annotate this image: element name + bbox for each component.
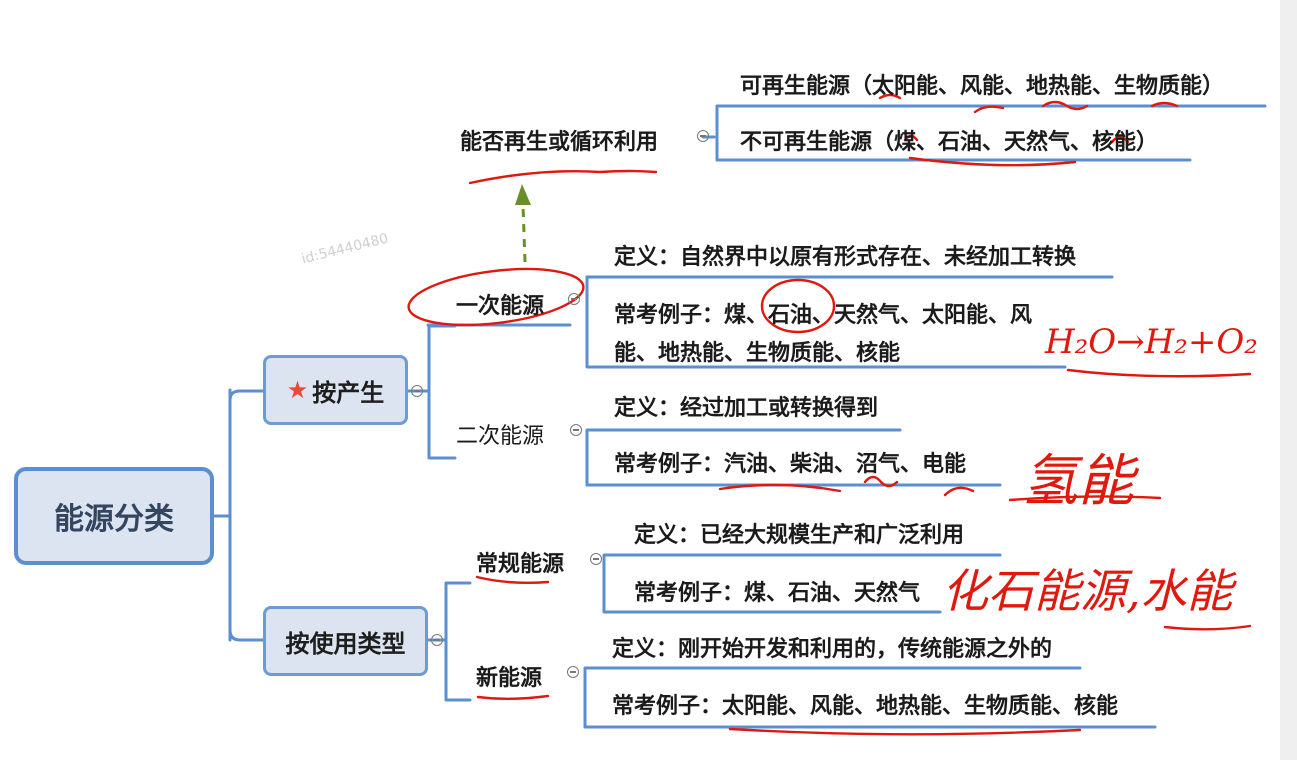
collapse-icon[interactable] — [570, 424, 582, 436]
handwritten-marks — [407, 93, 1252, 736]
primary-examples-line1: 常考例子：煤、石油、天然气、太阳能、风 — [614, 303, 1033, 328]
collapse-icon[interactable] — [568, 293, 580, 305]
ink-underline-criterion — [468, 169, 658, 185]
dashed-arrow-icon — [515, 184, 531, 263]
secondary-examples: 常考例子：汽油、柴油、沼气、电能 — [614, 452, 967, 477]
ink-underline-new — [728, 727, 1082, 736]
root-trunk — [212, 388, 232, 642]
collapse-icon[interactable] — [567, 666, 579, 678]
new-energy-label[interactable]: 新能源 — [476, 666, 543, 691]
primary-energy-label[interactable]: 一次能源 — [456, 294, 545, 319]
renewable-criterion-label[interactable]: 能否再生或循环利用 — [460, 130, 659, 155]
root-to-production — [228, 389, 266, 402]
collapse-icon[interactable] — [431, 634, 443, 646]
nonrenewable-energy: 不可再生能源（煤、石油、天然气、核能） — [740, 130, 1159, 155]
root-label: 能源分类 — [54, 502, 174, 537]
branch-usage-node[interactable]: 按使用类型 — [263, 606, 428, 676]
root-to-usage — [228, 628, 266, 642]
ink-underline-equation — [1066, 368, 1252, 378]
ink-ticks-nonrenewable — [903, 134, 1130, 144]
branch-usage-label: 按使用类型 — [285, 629, 406, 658]
ink-circle-oil — [760, 278, 836, 334]
secondary-definition: 定义：经过加工或转换得到 — [614, 396, 879, 421]
handwritten-hydrogen-energy: 氢能 — [1022, 449, 1134, 514]
ink-underline-secondary — [718, 475, 975, 497]
primary-definition: 定义：自然界中以原有形式存在、未经加工转换 — [614, 245, 1077, 270]
collapse-icon[interactable] — [411, 385, 423, 397]
conventional-energy-label[interactable]: 常规能源 — [476, 552, 565, 577]
ink-underline-nonrenewable — [908, 156, 1077, 167]
ink-underline-hydrogen — [1008, 495, 1162, 502]
right-scroll-strip — [1280, 0, 1297, 760]
branch-production-node[interactable]: ★ 按产生 — [263, 355, 408, 425]
ink-underline-usage — [475, 575, 550, 700]
conventional-examples: 常考例子：煤、石油、天然气 — [634, 581, 921, 606]
collapse-icon[interactable] — [590, 553, 602, 565]
collapse-icon[interactable] — [697, 130, 709, 142]
red-star-icon: ★ — [286, 376, 309, 404]
ink-circle-primary — [407, 267, 585, 327]
new-details — [583, 666, 1157, 729]
root-node[interactable]: 能源分类 — [14, 467, 214, 565]
handwritten-fossil-energy: 化石能源,水能 — [942, 564, 1233, 618]
primary-examples-line2: 能、地热能、生物质能、核能 — [614, 341, 901, 366]
conventional-definition: 定义：已经大规模生产和广泛利用 — [634, 523, 965, 548]
ink-underline-fossil — [1163, 624, 1252, 631]
secondary-energy-label[interactable]: 二次能源 — [456, 424, 545, 449]
branch-production-label: 按产生 — [312, 378, 385, 407]
conventional-details — [602, 553, 1002, 614]
ink-ticks-renewable — [878, 93, 1179, 114]
new-definition: 定义：刚开始开发和利用的，传统能源之外的 — [612, 637, 1053, 662]
new-examples: 常考例子：太阳能、风能、地热能、生物质能、核能 — [612, 694, 1119, 719]
handwritten-hydrogen-equation: H₂O→H₂+O₂ — [1045, 322, 1258, 362]
renewable-energy: 可再生能源（太阳能、风能、地热能、生物质能） — [740, 74, 1225, 99]
primary-details — [585, 275, 1114, 369]
